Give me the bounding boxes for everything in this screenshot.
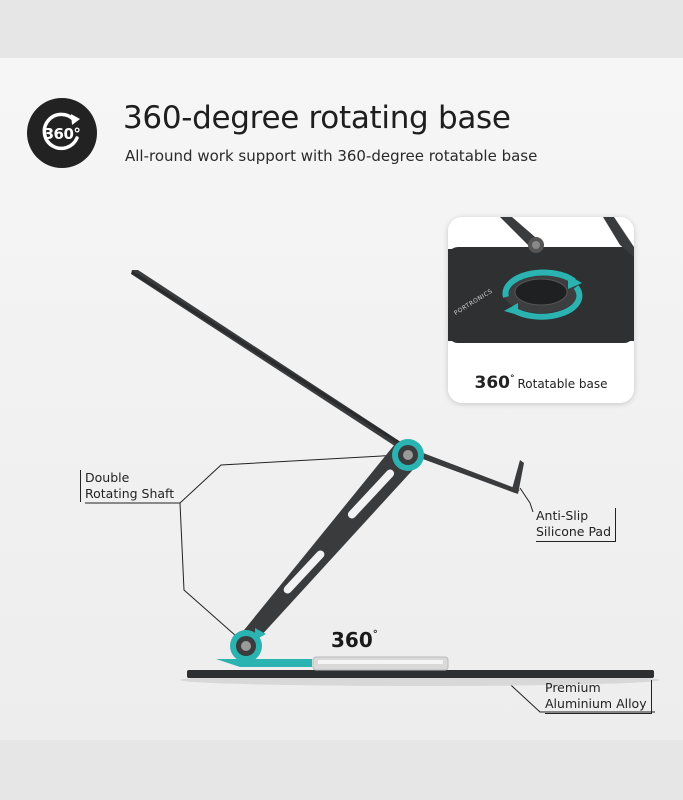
inset-caption-text: Rotatable base [517, 377, 608, 391]
badge-label: 360° [43, 125, 81, 143]
silicone-pad-base [216, 659, 312, 667]
callout-anti-slip-pad: Anti-Slip Silicone Pad [536, 508, 617, 542]
callout-pad-line1: Anti-Slip [536, 508, 589, 523]
inset-caption-degree: ° [509, 374, 515, 384]
tray-lip [404, 448, 524, 494]
page-title: 360-degree rotating base [123, 100, 511, 136]
callout-alloy-line1: Premium [545, 680, 601, 695]
callout-pad-line2: Silicone Pad [536, 524, 612, 539]
base-rotation-number: 360 [331, 628, 373, 652]
rotate-360-icon: 360° [27, 98, 97, 168]
callout-shaft-line2: Rotating Shaft [85, 486, 175, 501]
rotatable-base-inset: PORTRONICS 360°Rotatable base [448, 217, 634, 403]
inset-caption-number: 360 [474, 373, 510, 393]
page-subtitle: All-round work support with 360-degree r… [125, 147, 538, 165]
callout-shaft-line1: Double [85, 470, 130, 485]
callout-double-rotating-shaft: Double Rotating Shaft [80, 470, 174, 502]
callout-alloy-line2: Aluminium Alloy [545, 696, 647, 711]
base-rotation-degree: ° [372, 629, 378, 640]
inset-caption: 360°Rotatable base [448, 373, 634, 393]
base-plate [187, 670, 654, 678]
callout-lines [85, 454, 655, 713]
laptop-tray [131, 270, 520, 493]
base-rotation-label: 360° [331, 628, 378, 652]
callout-aluminium-alloy: Premium Aluminium Alloy [545, 680, 652, 714]
